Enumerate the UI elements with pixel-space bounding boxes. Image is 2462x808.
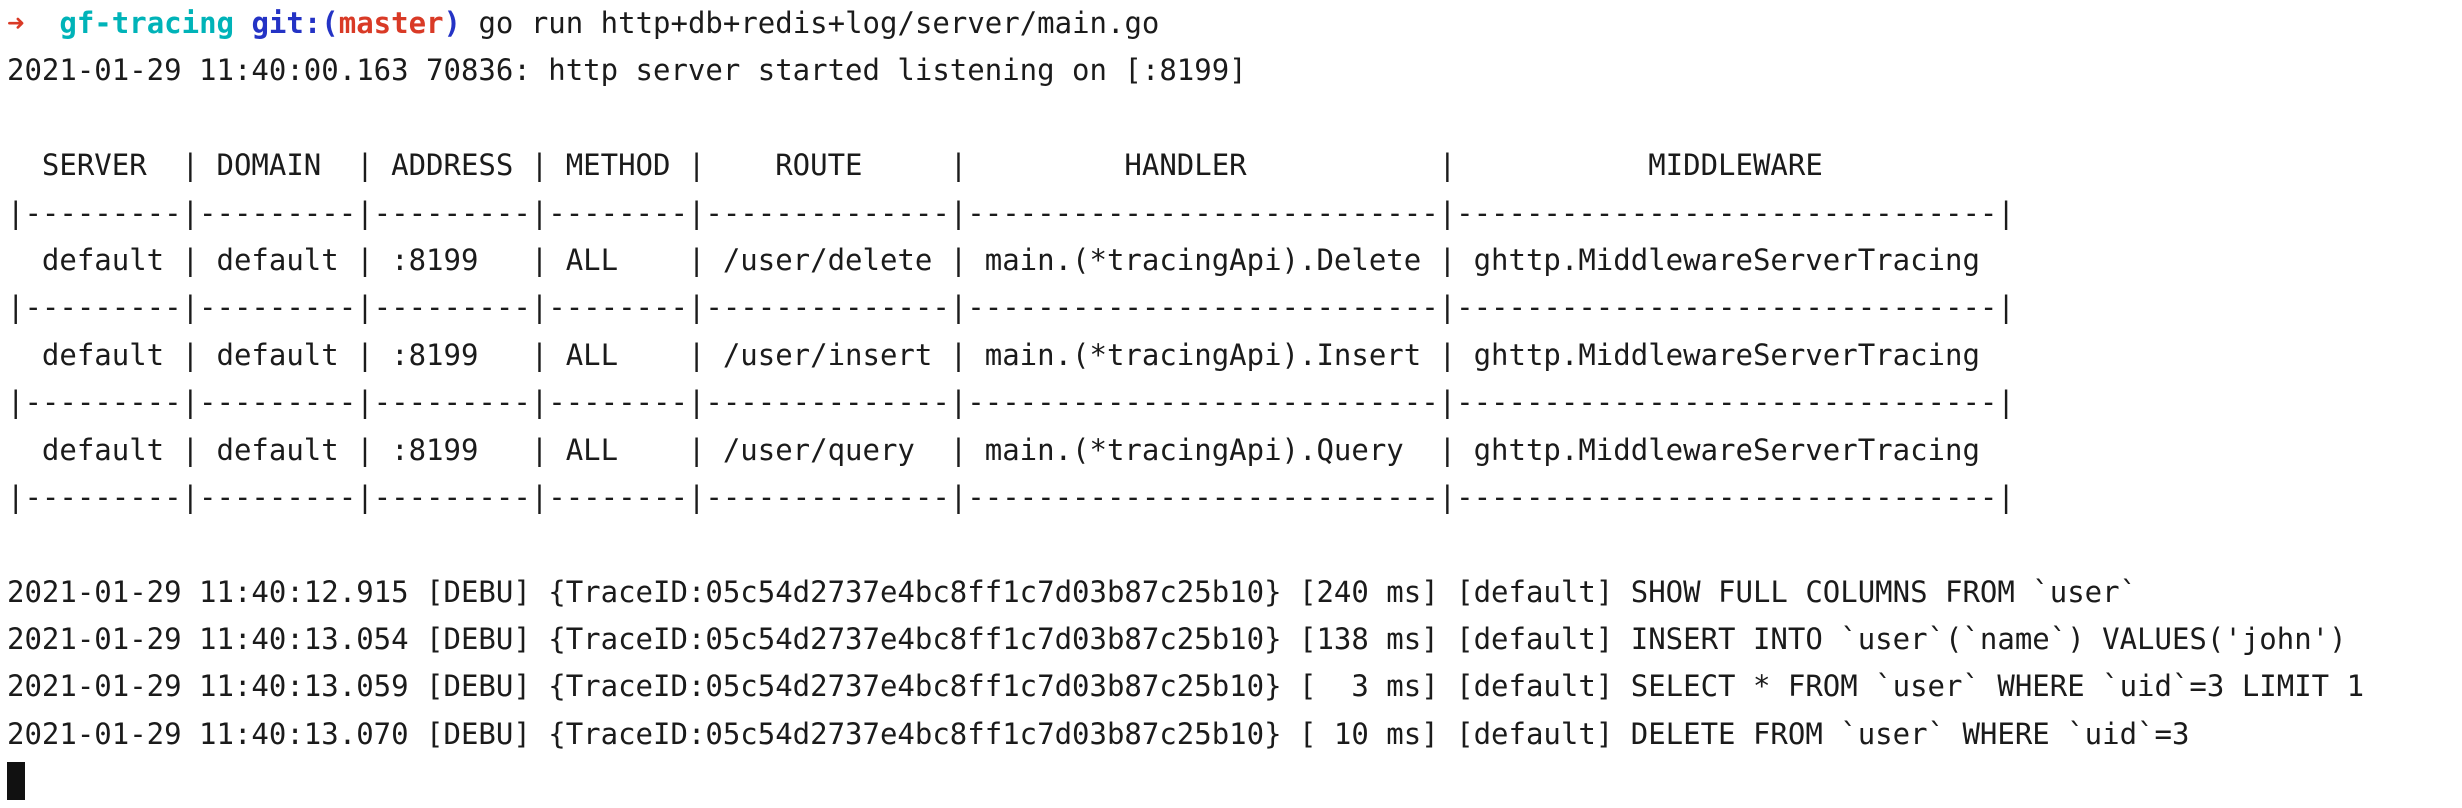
blank-line [7, 521, 2462, 568]
route-table-separator: |---------|---------|---------|--------|… [7, 385, 2015, 420]
prompt-arrow-icon: ➜ [7, 6, 60, 40]
cursor-line [7, 758, 2462, 805]
route-table-separator: |---------|---------|---------|--------|… [7, 290, 2015, 325]
sql-log-line-show-columns: 2021-01-29 11:40:12.915 [DEBU] {TraceID:… [7, 574, 2138, 609]
git-branch: master [338, 6, 444, 40]
terminal-block-cursor [7, 762, 25, 801]
sql-log-line-select: 2021-01-29 11:40:13.059 [DEBU] {TraceID:… [7, 669, 2365, 704]
prompt-directory: gf-tracing [59, 6, 252, 40]
sql-log-line-delete: 2021-01-29 11:40:13.070 [DEBU] {TraceID:… [7, 716, 2190, 751]
route-table-separator: |---------|---------|---------|--------|… [7, 195, 2015, 230]
git-suffix: ) [443, 6, 479, 40]
route-table-separator: |---------|---------|---------|--------|… [7, 479, 2015, 514]
route-table-row-query: default | default | :8199 | ALL | /user/… [7, 432, 1980, 467]
route-table-row-insert: default | default | :8199 | ALL | /user/… [7, 337, 1980, 372]
git-prefix: git:( [251, 6, 339, 40]
blank-line [7, 95, 2462, 142]
route-table-header: SERVER | DOMAIN | ADDRESS | METHOD | ROU… [7, 148, 1823, 183]
prompt-line: ➜ gf-tracing git:(master) go run http+db… [7, 0, 2462, 47]
server-start-log-line: 2021-01-29 11:40:00.163 70836: http serv… [7, 53, 1247, 88]
shell-command: go run http+db+redis+log/server/main.go [478, 6, 1160, 40]
route-table-row-delete: default | default | :8199 | ALL | /user/… [7, 242, 1980, 277]
sql-log-line-insert: 2021-01-29 11:40:13.054 [DEBU] {TraceID:… [7, 622, 2347, 657]
